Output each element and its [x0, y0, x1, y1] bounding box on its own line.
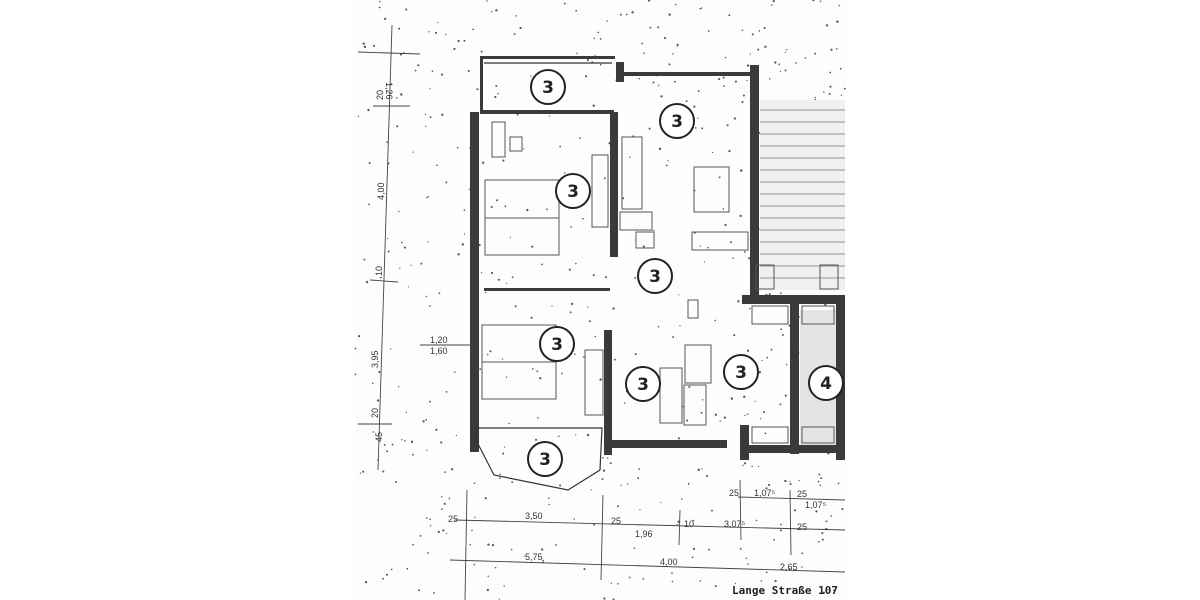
- room-marker: 3: [527, 441, 563, 477]
- room-marker: 4: [808, 365, 844, 401]
- dim-label: 20: [370, 408, 380, 418]
- dim-label: 1,26: [384, 82, 394, 100]
- dim-label: 1,07⁵: [754, 488, 776, 498]
- svg-text:3: 3: [542, 78, 554, 98]
- svg-text:3: 3: [551, 335, 563, 355]
- room-markers: 3 3 3 3 3 3 3 3 4: [527, 69, 844, 477]
- room-marker: 3: [539, 326, 575, 362]
- svg-text:3: 3: [637, 375, 649, 395]
- room-marker: 3: [555, 173, 591, 209]
- dim-label: 4,00: [376, 182, 386, 200]
- svg-text:3: 3: [539, 450, 551, 470]
- dim-label: 1,07⁵: [805, 500, 827, 510]
- svg-text:3: 3: [735, 363, 747, 383]
- dim-label: 4,00: [660, 557, 678, 567]
- balcony-outlines: [475, 62, 612, 491]
- dim-label: 25: [448, 514, 458, 524]
- dim-label: 10: [684, 519, 694, 529]
- dim-label: 20: [375, 90, 385, 100]
- dim-label: 25: [797, 489, 807, 499]
- room-marker: 3: [530, 69, 566, 105]
- dim-label: 1,20: [430, 335, 448, 345]
- dim-label: 3,50: [525, 511, 543, 521]
- dim-label: 25: [797, 522, 807, 532]
- dim-label: 25: [729, 488, 739, 498]
- dim-label: 5,75: [525, 552, 543, 562]
- dim-label: 25: [611, 516, 621, 526]
- page-margin: [846, 0, 1200, 600]
- dimension-labels: 1,26 20 4,00 10 3,95 20 45 1,20 1,60 25 …: [370, 82, 827, 572]
- dim-label: 1,60: [430, 346, 448, 356]
- dimension-lines: [357, 24, 846, 600]
- room-marker: 3: [625, 366, 661, 402]
- dim-label: 1,96: [635, 529, 653, 539]
- svg-text:3: 3: [649, 267, 661, 287]
- dim-label: 3,07⁵: [724, 519, 746, 529]
- svg-text:4: 4: [820, 374, 832, 394]
- dim-label: 3,95: [370, 350, 380, 368]
- furniture: [481, 121, 839, 444]
- room-marker: 3: [637, 258, 673, 294]
- dim-label: 45: [374, 432, 384, 442]
- room-marker: 3: [723, 354, 759, 390]
- dim-label: 2,65: [780, 562, 798, 572]
- svg-text:3: 3: [671, 112, 683, 132]
- room-marker: 3: [659, 103, 695, 139]
- street-label: Lange Straße 107: [732, 584, 838, 597]
- svg-text:3: 3: [567, 182, 579, 202]
- dim-label: 10: [374, 266, 384, 276]
